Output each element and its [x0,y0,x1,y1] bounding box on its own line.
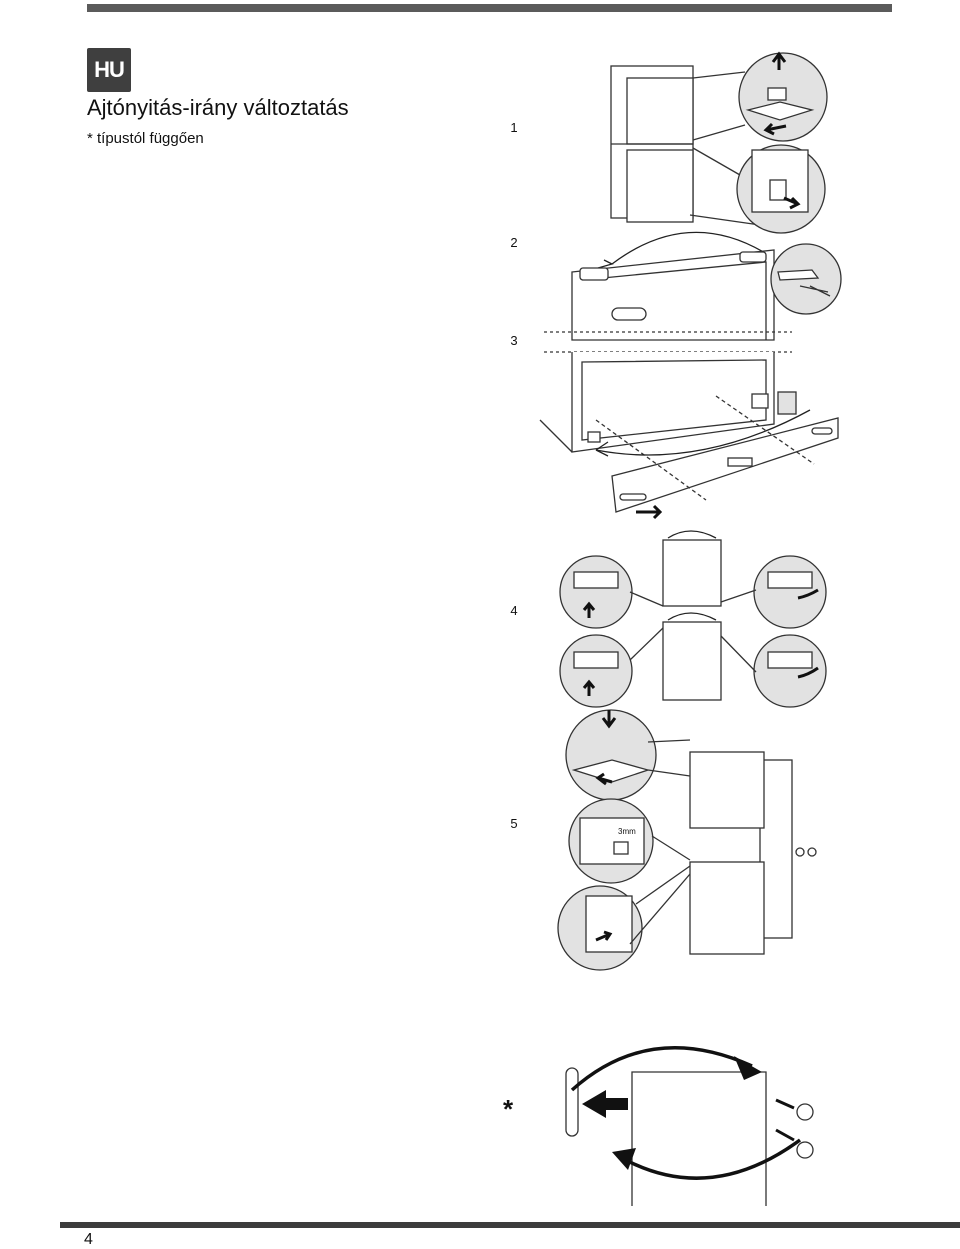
step-1-number: 1 [510,120,518,135]
figure-star-handle [565,1046,814,1206]
figure-2-3-base-panel [539,231,842,520]
subtitle-note: * típustól függően [87,130,204,147]
bottom-bar [60,1222,960,1228]
top-bar [87,4,892,12]
step-2-number: 2 [510,235,518,250]
figure-4-door-hinges [559,530,827,708]
page-number: 4 [84,1231,93,1248]
figure-1-fridge-hinge [610,51,828,234]
page-title: Ajtónyitás-irány változtatás [87,95,349,120]
step-5-number: 5 [510,816,518,831]
drill-size-label: 3mm [618,827,636,836]
step-3-number: 3 [510,333,518,348]
step-4-number: 4 [510,603,518,618]
language-badge: HU [87,48,131,92]
optional-step-star: * [503,1094,514,1124]
figure-5-reassembly: 3mm [557,709,817,971]
